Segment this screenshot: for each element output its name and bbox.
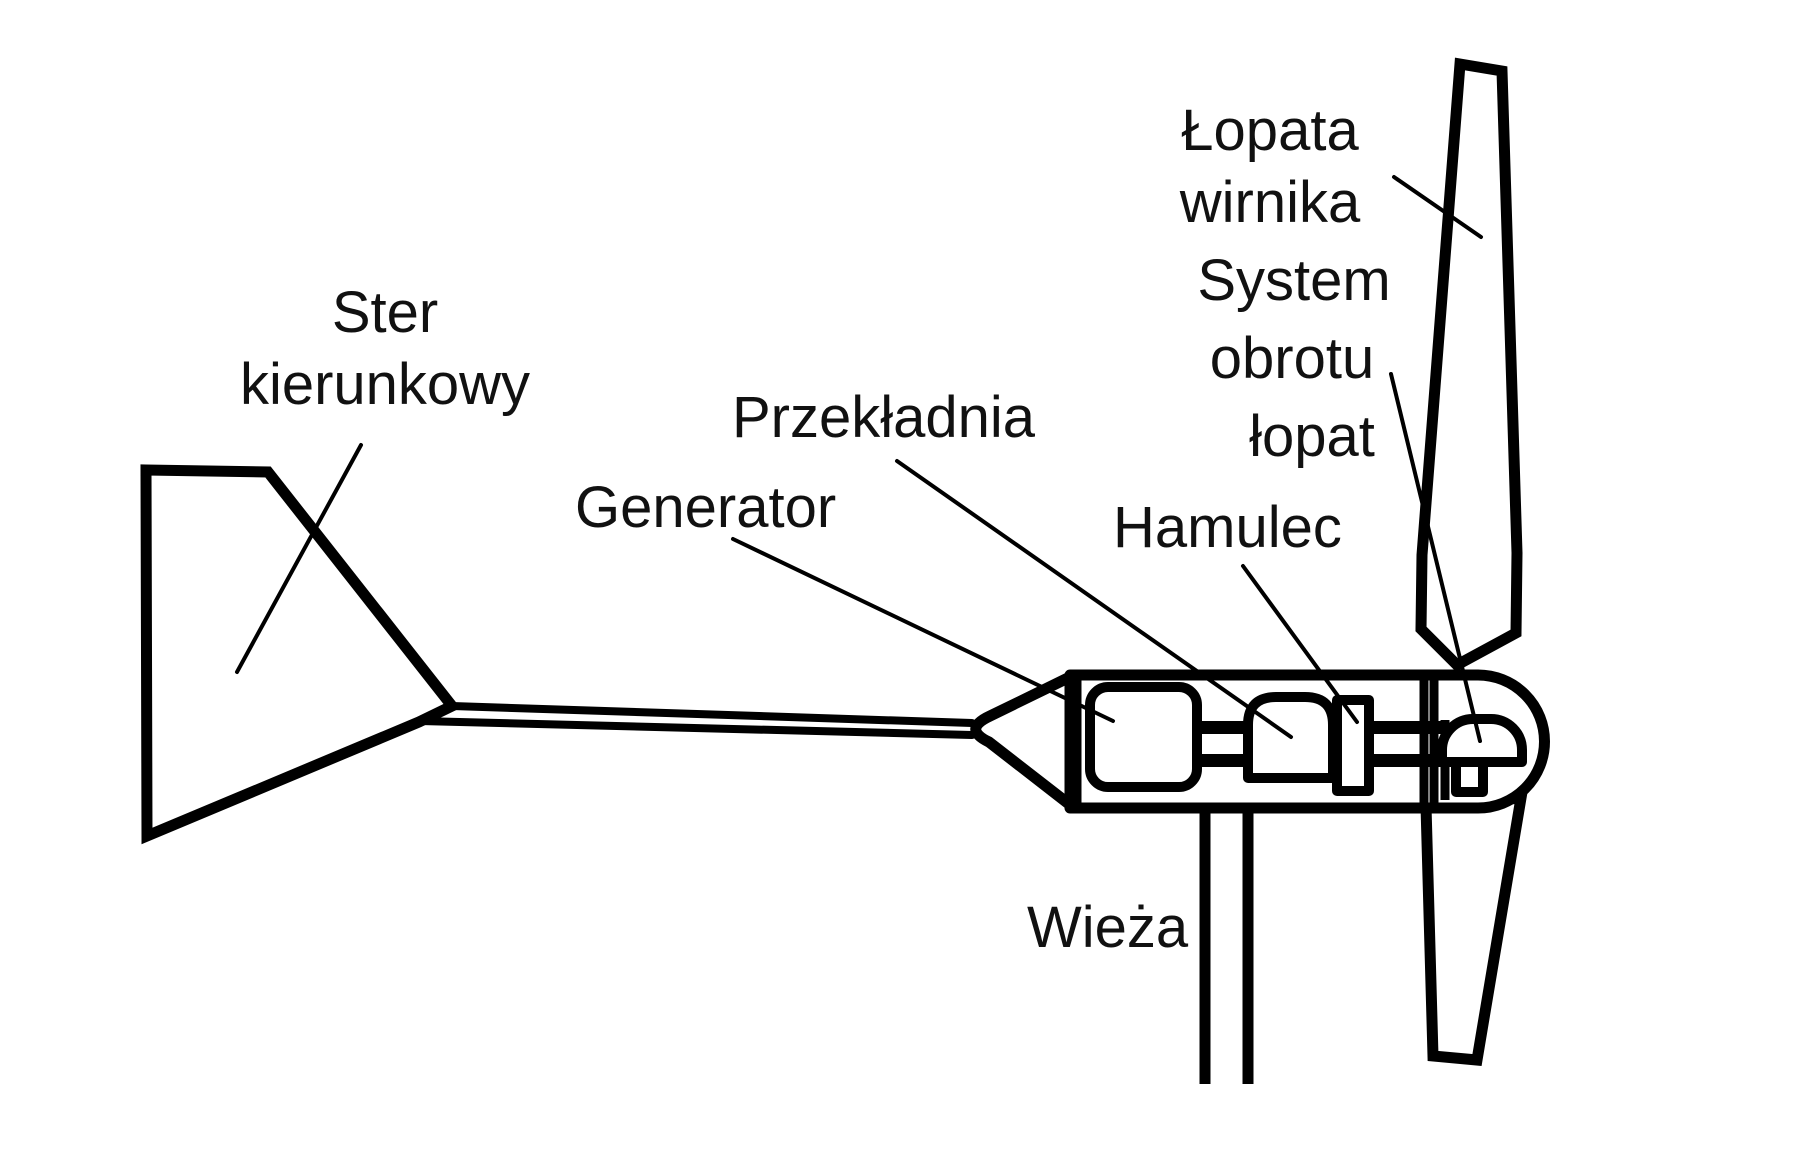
generator-label: Generator xyxy=(575,475,836,540)
pitch-dome xyxy=(1437,714,1527,767)
gearbox-label: Przekładnia xyxy=(732,385,1036,450)
lower-rotor-blade-shape xyxy=(1420,791,1528,1066)
rotor-blade-leader-line xyxy=(1392,175,1483,239)
gearbox-leader-line xyxy=(895,459,1293,739)
rotor-blade-label-line1: Łopata xyxy=(1181,98,1359,163)
brake-label: Hamulec xyxy=(1113,495,1342,560)
upper-rotor-blade-shape xyxy=(1415,57,1523,672)
nacelle-tail-cone xyxy=(970,670,1078,813)
rudder-leader-line xyxy=(235,443,363,674)
pitch-system-label-line3: łopat xyxy=(1249,404,1375,469)
pitch-stem xyxy=(1451,757,1488,797)
tower-label: Wieża xyxy=(1027,895,1189,960)
tail-boom-lower-line xyxy=(416,717,976,739)
rudder-label-line1: Ster xyxy=(332,280,438,345)
pitch-system-label-line2: obrotu xyxy=(1210,326,1374,391)
tail-boom-upper-line xyxy=(448,702,976,727)
generator-box xyxy=(1085,682,1202,792)
rotor-blade-label-line2: wirnika xyxy=(1179,170,1361,235)
coupling-lower-bar xyxy=(1195,754,1251,767)
pitch-system-label-line1: System xyxy=(1197,248,1390,313)
brake-leader-line xyxy=(1241,564,1359,724)
coupling-upper-bar xyxy=(1195,721,1251,734)
tail-vane-shape xyxy=(140,464,461,845)
generator-leader-line xyxy=(731,537,1115,723)
pitch-system-leader-line xyxy=(1389,372,1482,743)
rudder-label-line2: kierunkowy xyxy=(240,352,530,417)
